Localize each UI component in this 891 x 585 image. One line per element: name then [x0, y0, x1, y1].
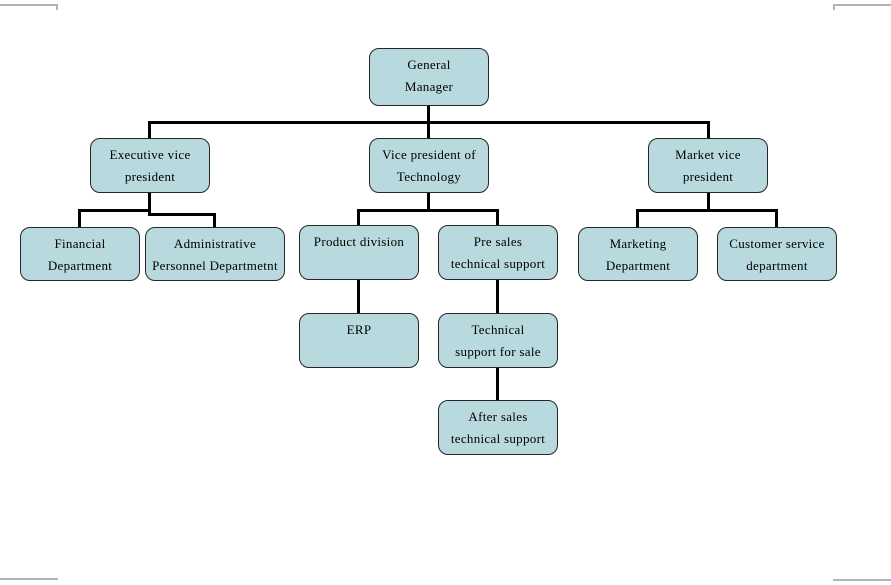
- node-label: After sales: [468, 409, 528, 424]
- node-label: Executive vice: [109, 147, 191, 162]
- org-node-erp: ERP: [299, 313, 419, 368]
- connector-line: [148, 124, 151, 138]
- node-label: Marketing: [609, 236, 667, 251]
- node-label: Administrative: [173, 236, 257, 251]
- connector-line: [148, 213, 216, 216]
- org-node-market-vice-president: Market vice president: [648, 138, 768, 193]
- connector-line: [427, 106, 430, 124]
- org-node-financial-department: Financial Department: [20, 227, 140, 281]
- connector-line: [707, 193, 710, 212]
- connector-line: [213, 216, 216, 227]
- node-label: Product division: [313, 234, 405, 249]
- node-label: General: [407, 57, 451, 72]
- connector-line: [496, 212, 499, 225]
- node-label: Technology: [396, 169, 462, 184]
- page-corner-mark: [833, 579, 891, 581]
- org-node-executive-vice-president: Executive vice president: [90, 138, 210, 193]
- node-label: Personnel Departmetnt: [152, 258, 278, 273]
- connector-line: [636, 209, 778, 212]
- connector-line: [636, 212, 639, 227]
- org-node-vice-president-of-technology: Vice president of Technology: [369, 138, 489, 193]
- connector-line: [427, 124, 430, 138]
- connector-line: [496, 368, 499, 400]
- connector-line: [357, 209, 499, 212]
- page-corner-mark: [0, 578, 58, 580]
- connector-line: [78, 212, 81, 227]
- org-node-pre-sales-technical-support: Pre sales technical support: [438, 225, 558, 280]
- node-label: Pre sales: [473, 234, 523, 249]
- connector-line: [707, 124, 710, 138]
- node-label: Market vice: [675, 147, 741, 162]
- connector-line: [427, 193, 430, 212]
- node-label: technical support: [450, 431, 546, 446]
- org-node-general-manager: General Manager: [369, 48, 489, 106]
- page-corner-mark: [56, 4, 58, 10]
- node-label: Department: [47, 258, 113, 273]
- connector-line: [148, 193, 151, 213]
- org-node-marketing-department: Marketing Department: [578, 227, 698, 281]
- node-label: Technical: [471, 322, 525, 337]
- page-corner-mark: [833, 4, 891, 6]
- org-node-customer-service-department: Customer service department: [717, 227, 837, 281]
- page-corner-mark: [833, 4, 835, 10]
- connector-line: [775, 212, 778, 227]
- connector-line: [78, 209, 151, 212]
- connector-line: [357, 280, 360, 313]
- org-node-after-sales-technical-support: After sales technical support: [438, 400, 558, 455]
- connector-line: [148, 121, 710, 124]
- org-node-product-division: Product division: [299, 225, 419, 280]
- connector-line: [357, 212, 360, 225]
- node-label: support for sale: [455, 344, 541, 359]
- page-corner-mark: [0, 4, 58, 6]
- node-label: Department: [605, 258, 671, 273]
- node-label: Vice president of: [382, 147, 476, 162]
- org-node-administrative-personnel-department: Administrative Personnel Departmetnt: [145, 227, 285, 281]
- org-node-technical-support-for-sale: Technical support for sale: [438, 313, 558, 368]
- connector-line: [496, 280, 499, 313]
- node-label: Manager: [404, 79, 454, 94]
- node-label: ERP: [346, 322, 372, 337]
- node-label: department: [746, 258, 808, 273]
- node-label: president: [124, 169, 176, 184]
- node-label: Customer service: [729, 236, 825, 251]
- node-label: technical support: [450, 256, 546, 271]
- node-label: president: [682, 169, 734, 184]
- node-label: Financial: [54, 236, 106, 251]
